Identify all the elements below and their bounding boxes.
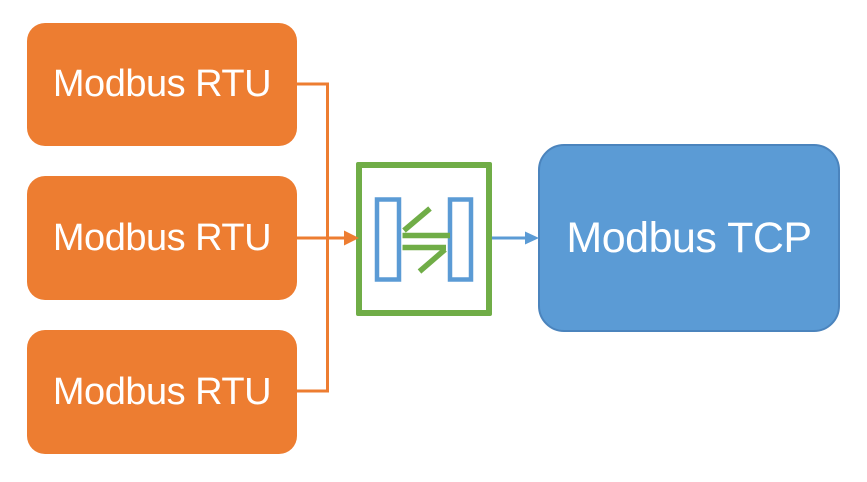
modbus-tcp-node: Modbus TCP	[538, 144, 840, 332]
modbus-rtu-label-1: Modbus RTU	[52, 63, 272, 105]
modbus-tcp-label: Modbus TCP	[566, 213, 812, 262]
rtu-elbow-connector	[297, 82, 329, 393]
gateway-node	[356, 162, 492, 316]
modbus-rtu-node-1: Modbus RTU	[27, 23, 297, 146]
modbus-rtu-label-3: Modbus RTU	[52, 370, 272, 413]
blue-arrowhead-icon	[525, 231, 539, 245]
modbus-rtu-node-3: Modbus RTU	[27, 330, 297, 454]
modbus-rtu-label-2: Modbus RTU	[52, 216, 272, 259]
modbus-rtu-node-2: Modbus RTU	[27, 176, 297, 300]
